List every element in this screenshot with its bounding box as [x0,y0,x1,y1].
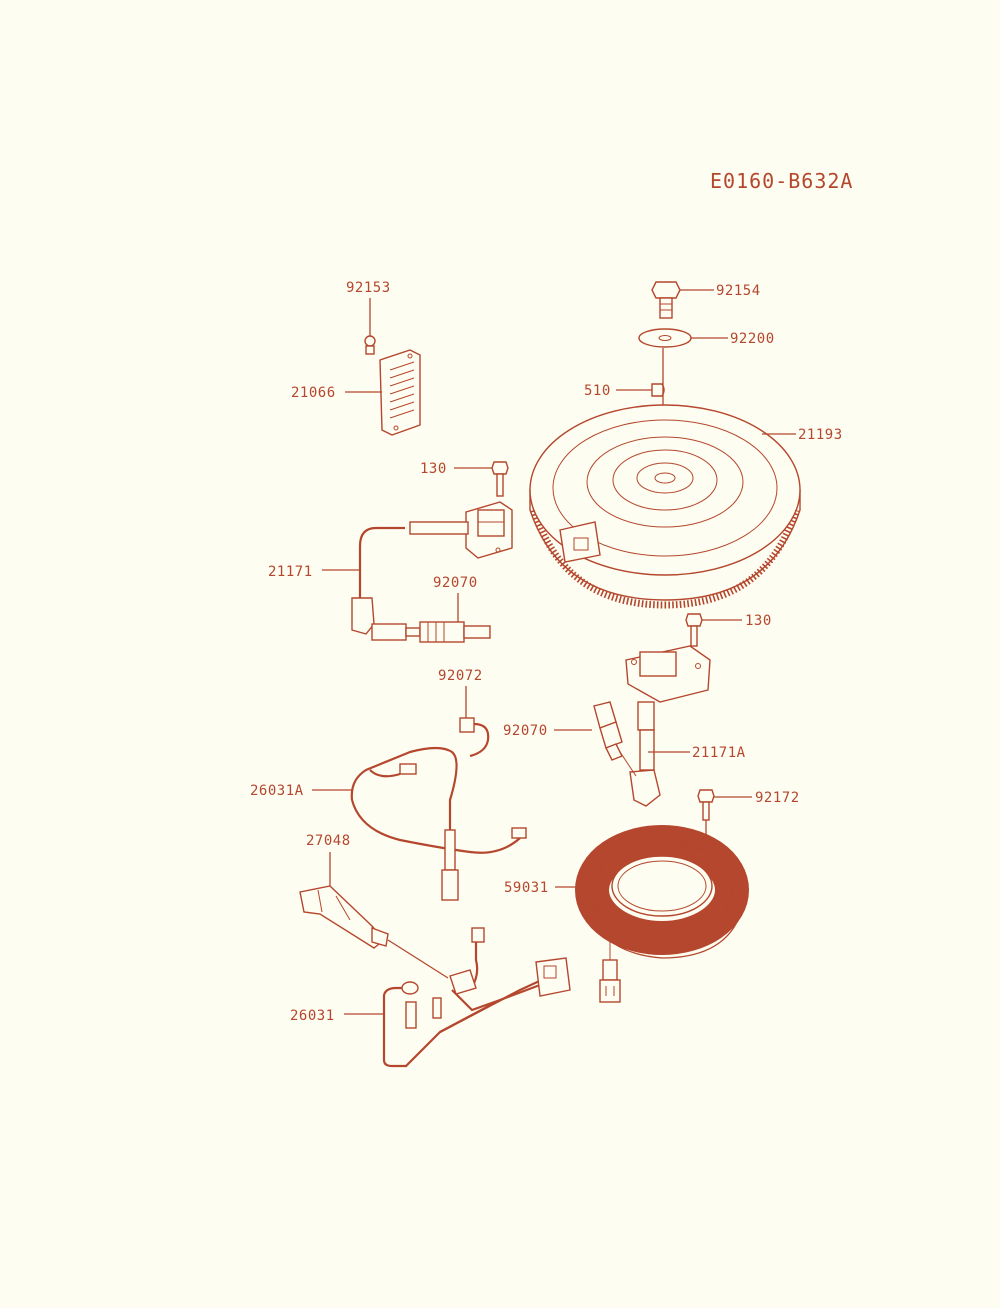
harness-26031A-assembly: 92072 26031A [250,668,527,901]
label-130-upper[interactable]: 130 [420,461,447,477]
harness-26031A-icon [350,746,527,901]
label-510[interactable]: 510 [584,383,611,399]
ignition-coil-upper: 130 21171 92070 [268,461,513,643]
label-92070-upper[interactable]: 92070 [433,575,478,591]
label-92172[interactable]: 92172 [755,790,800,806]
spark-plug-92070-upper-icon [371,621,491,643]
label-21066[interactable]: 21066 [291,385,336,401]
flywheel-assembly: 92154 92200 510 21193 [529,281,843,609]
flywheel-21193-icon [529,404,801,609]
label-92153[interactable]: 92153 [346,280,391,296]
label-92072[interactable]: 92072 [438,668,483,684]
washer-92200-icon [638,328,692,348]
diagram-code: E0160-B632A [710,169,853,193]
bolt-92154-icon [651,281,681,319]
label-21171[interactable]: 21171 [268,564,313,580]
label-21193[interactable]: 21193 [798,427,843,443]
label-92070-lower[interactable]: 92070 [503,723,548,739]
regulator-assembly: 92153 21066 [291,280,421,436]
label-92154[interactable]: 92154 [716,283,761,299]
label-92200[interactable]: 92200 [730,331,775,347]
stator-assembly: 92172 59031 [504,789,800,1003]
coil-21171-icon [351,501,513,635]
clip-92072-icon [459,717,490,758]
screw-92153-icon [364,335,376,355]
label-26031[interactable]: 26031 [290,1008,335,1024]
label-21171A[interactable]: 21171A [692,745,746,761]
bolt-130-upper-icon [491,461,509,497]
label-26031A[interactable]: 26031A [250,783,304,799]
label-59031[interactable]: 59031 [504,880,549,896]
spark-plug-92070-lower-icon [593,701,637,777]
harness-26031-icon [382,927,571,1068]
label-27048[interactable]: 27048 [306,833,351,849]
coil-21171A-icon [625,645,711,807]
bolt-92172-icon [697,789,715,821]
key-510-icon [651,383,665,397]
harness-26031-assembly: 27048 26031 [290,833,571,1068]
bolt-130-lower-icon [685,613,703,647]
ignition-coil-lower: 130 21171A 92070 [503,613,772,807]
regulator-21066-icon [379,349,421,436]
label-130-lower[interactable]: 130 [745,613,772,629]
stator-59031-icon [575,825,749,1003]
sensor-27048-icon [299,885,449,979]
